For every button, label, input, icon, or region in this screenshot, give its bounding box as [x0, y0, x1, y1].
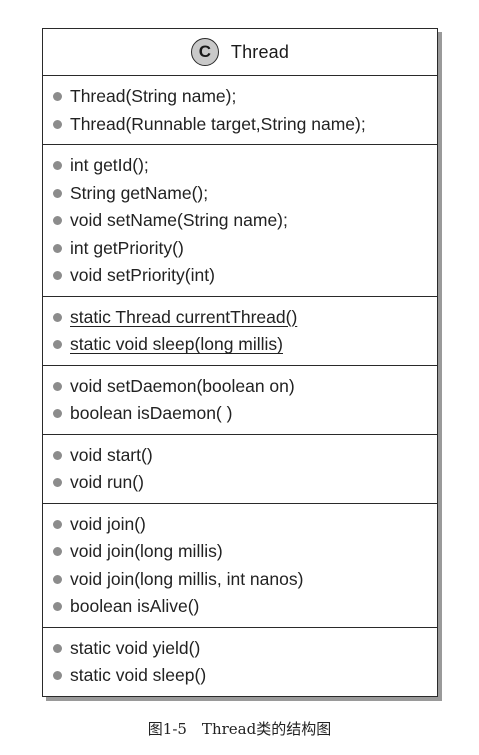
member-signature: boolean isDaemon( ) — [70, 403, 233, 424]
visibility-dot-icon — [53, 188, 62, 198]
member-row: void run() — [53, 469, 437, 497]
visibility-dot-icon — [53, 119, 62, 129]
member-section: void start() void run() — [43, 435, 437, 504]
class-header: C Thread — [43, 29, 437, 76]
visibility-dot-icon — [53, 243, 62, 253]
member-section: void join() void join(long millis) void jo… — [43, 504, 437, 628]
member-row: static Thread currentThread() — [53, 304, 437, 332]
visibility-dot-icon — [53, 574, 62, 584]
visibility-dot-icon — [53, 519, 62, 529]
member-section: static void yield() static void sleep() — [43, 628, 437, 696]
member-row: void join() — [53, 511, 437, 539]
visibility-dot-icon — [53, 381, 62, 391]
class-stereotype-icon: C — [190, 38, 219, 66]
member-row: Thread(Runnable target,String name); — [53, 111, 437, 139]
visibility-dot-icon — [53, 161, 62, 171]
uml-class-box: C Thread Thread(String name); Thread(Runn… — [42, 28, 438, 697]
visibility-dot-icon — [53, 450, 62, 460]
member-row: static void sleep() — [53, 662, 437, 690]
member-row: String getName(); — [53, 180, 437, 208]
class-name: Thread — [230, 41, 290, 62]
member-signature: void start() — [70, 444, 153, 465]
member-row: void setPriority(int) — [53, 262, 437, 290]
member-row: static void sleep(long millis) — [53, 331, 437, 359]
member-signature: void setDaemon(boolean on) — [70, 375, 295, 396]
visibility-dot-icon — [53, 602, 62, 612]
visibility-dot-icon — [53, 409, 62, 419]
member-section: void setDaemon(boolean on) boolean isDaem… — [43, 366, 437, 435]
member-signature: static void sleep() — [70, 665, 207, 686]
member-row: int getId(); — [53, 152, 437, 180]
member-row: boolean isAlive() — [53, 593, 437, 621]
member-row: Thread(String name); — [53, 83, 437, 111]
visibility-dot-icon — [53, 340, 62, 350]
member-signature: static void yield() — [70, 637, 201, 658]
member-signature: int getId(); — [70, 155, 149, 176]
visibility-dot-icon — [53, 643, 62, 653]
member-signature: void join() — [70, 513, 146, 534]
member-row: int getPriority() — [53, 235, 437, 263]
visibility-dot-icon — [53, 478, 62, 488]
member-signature: void run() — [70, 472, 144, 493]
member-signature: int getPriority() — [70, 237, 184, 258]
member-signature: void join(long millis, int nanos) — [70, 568, 304, 589]
member-signature: static Thread currentThread() — [70, 306, 298, 327]
member-row: void join(long millis) — [53, 538, 437, 566]
member-row: void setDaemon(boolean on) — [53, 373, 437, 401]
member-row: static void yield() — [53, 635, 437, 663]
member-signature: Thread(String name); — [70, 86, 237, 107]
visibility-dot-icon — [53, 547, 62, 557]
member-section: static Thread currentThread() static void… — [43, 297, 437, 366]
class-members: Thread(String name); Thread(Runnable targ… — [43, 76, 437, 696]
member-row: void join(long millis, int nanos) — [53, 566, 437, 594]
member-section: Thread(String name); Thread(Runnable targ… — [43, 76, 437, 145]
member-signature: static void sleep(long millis) — [70, 334, 283, 355]
member-signature: String getName(); — [70, 182, 209, 203]
member-signature: Thread(Runnable target,String name); — [70, 113, 366, 134]
visibility-dot-icon — [53, 92, 62, 102]
member-signature: void setPriority(int) — [70, 265, 215, 286]
visibility-dot-icon — [53, 312, 62, 322]
visibility-dot-icon — [53, 271, 62, 281]
visibility-dot-icon — [53, 671, 62, 681]
member-signature: boolean isAlive() — [70, 596, 200, 617]
member-row: void setName(String name); — [53, 207, 437, 235]
visibility-dot-icon — [53, 216, 62, 226]
member-signature: void join(long millis) — [70, 541, 223, 562]
figure-caption: 图1-5 Thread类的结构图 — [147, 720, 332, 738]
member-row: boolean isDaemon( ) — [53, 400, 437, 428]
member-row: void start() — [53, 442, 437, 470]
member-section: int getId(); String getName(); void setNam… — [43, 145, 437, 297]
member-signature: void setName(String name); — [70, 210, 288, 231]
